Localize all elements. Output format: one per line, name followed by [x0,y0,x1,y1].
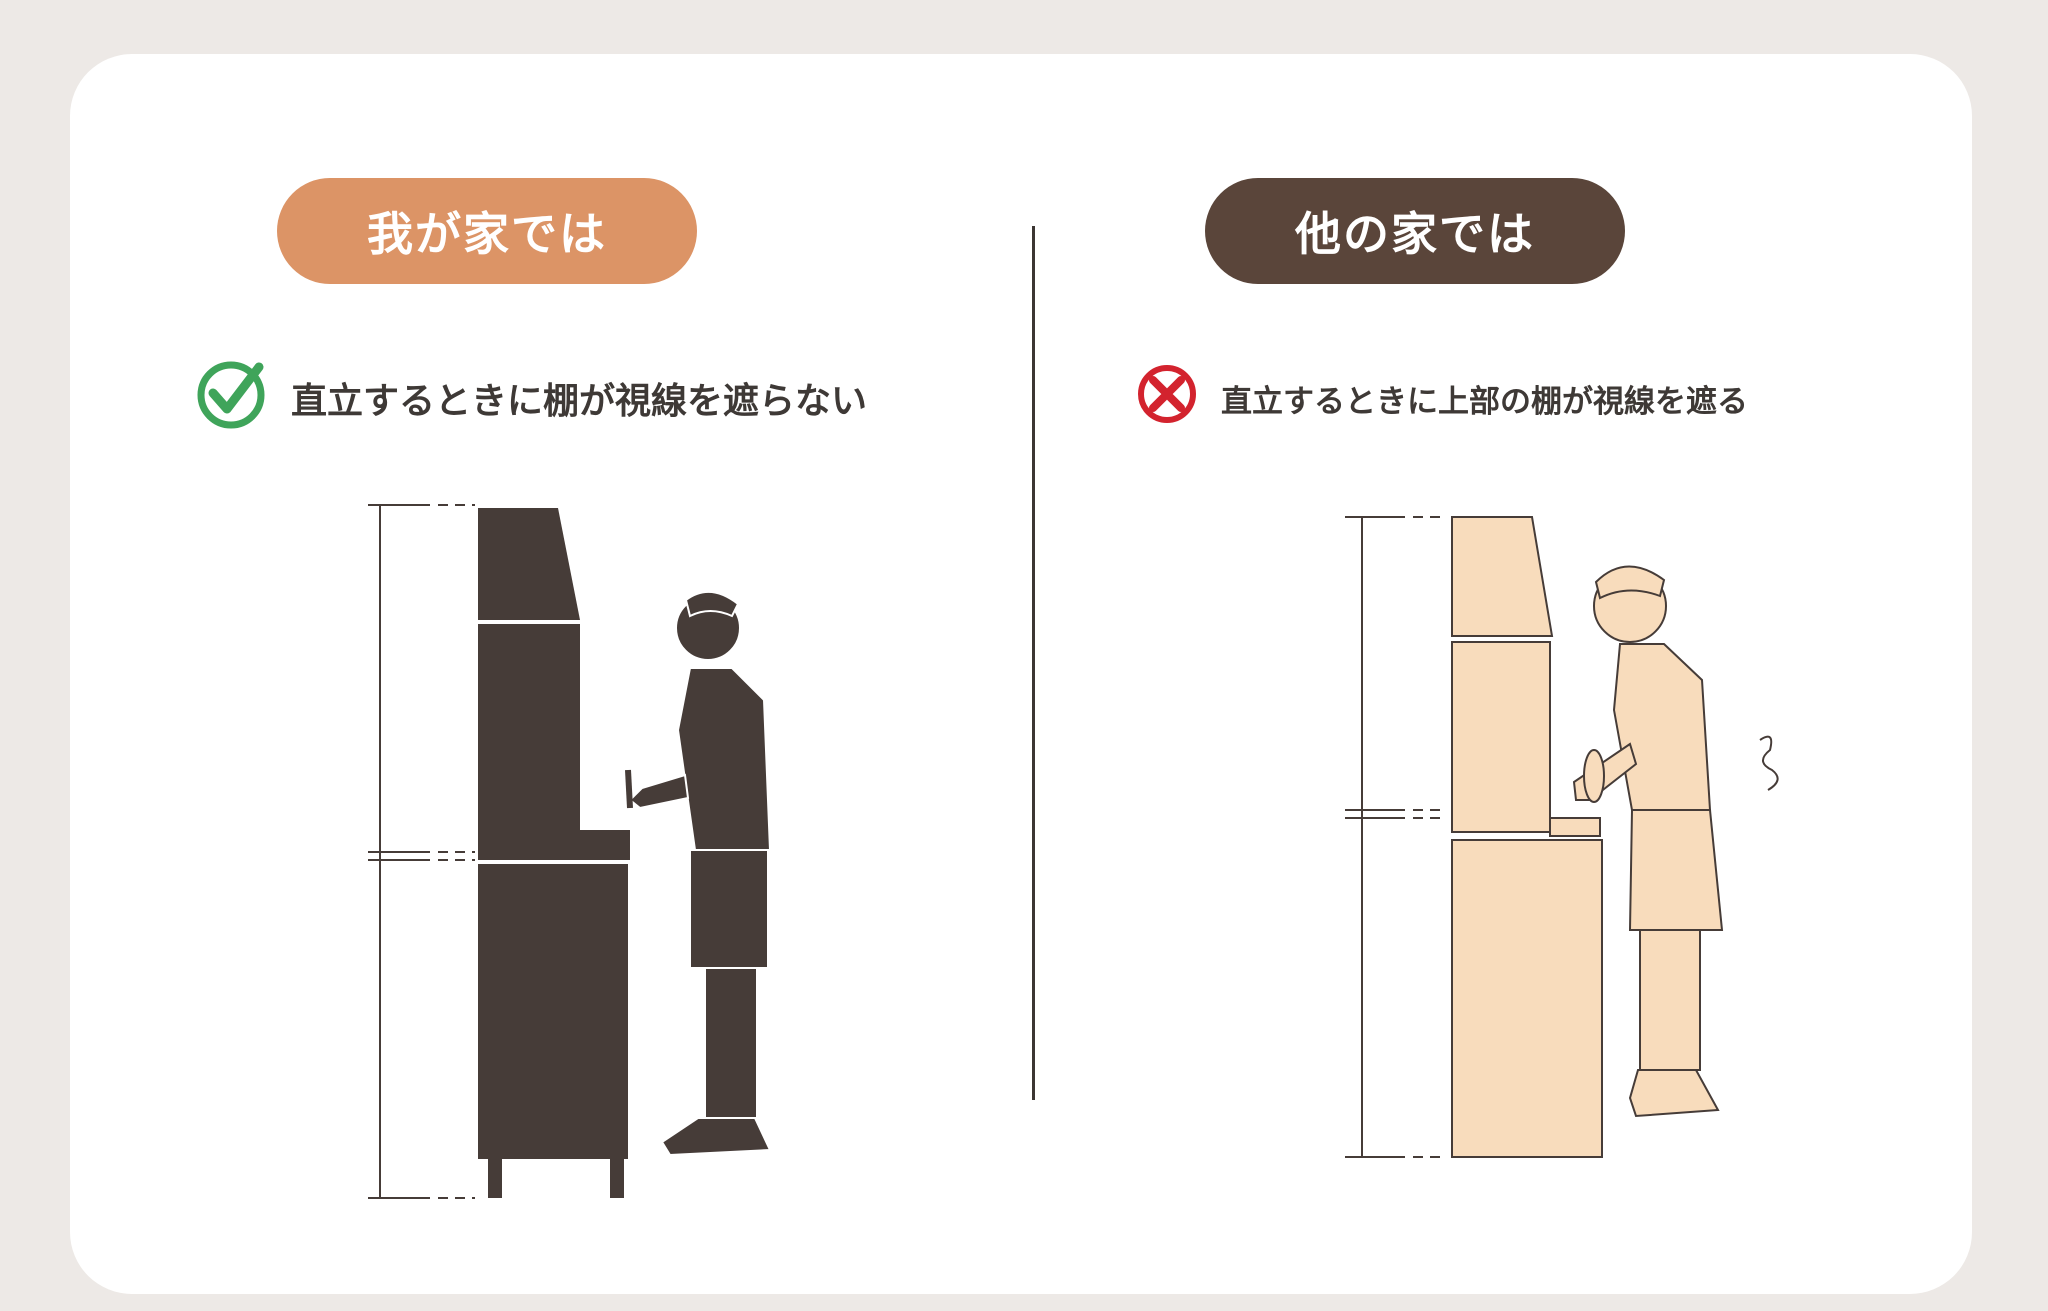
check-circle-icon [193,355,269,440]
right-caption: 直立するときに上部の棚が視線を遮る [1135,362,1748,434]
left-person [625,591,772,1157]
left-caption: 直立するときに棚が視線を遮らない [193,355,867,440]
right-dimension-guide [1345,516,1445,1158]
left-illustration [360,490,810,1210]
x-circle-icon [1135,362,1199,434]
right-cabinet [1451,516,1603,1158]
right-label-text: 他の家では [1295,207,1535,261]
right-caption-text: 直立するときに上部の棚が視線を遮る [1221,383,1748,420]
left-cabinet [478,508,630,1198]
center-divider [1032,226,1035,1100]
left-label-text: 我が家では [367,207,607,261]
right-person [1572,565,1779,1118]
right-illustration [1330,500,1790,1180]
right-label-pill: 他の家では [1205,178,1625,284]
left-label-pill: 我が家では [277,178,697,284]
left-dimension-guide [368,504,475,1199]
left-caption-text: 直立するときに棚が視線を遮らない [291,380,868,422]
